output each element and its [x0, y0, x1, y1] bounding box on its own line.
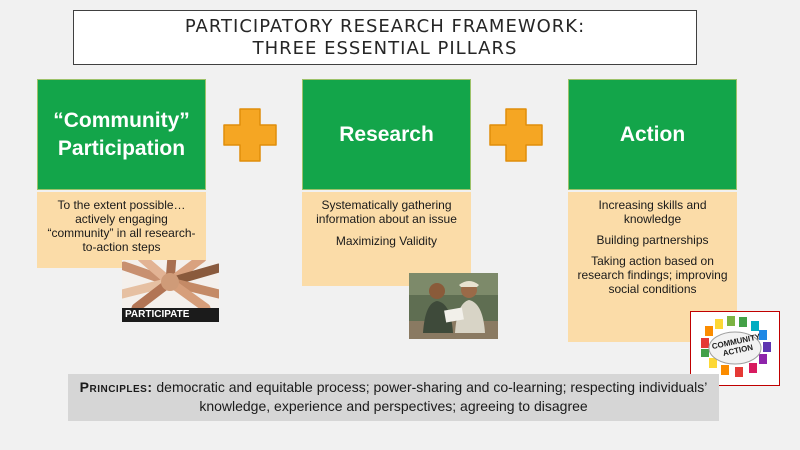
pillar-2-detail-1: Systematically gathering information abo…: [316, 198, 457, 226]
community-action-icon: [691, 312, 779, 385]
pillar-1-heading-line-2: Participation: [57, 136, 186, 160]
pillar-1-detail: To the extent possible… actively engagin…: [47, 198, 196, 254]
principles-heading: Principles:: [79, 379, 153, 395]
plus-connector-icon: [223, 108, 277, 162]
pillar-1-heading-line-1: “Community”: [53, 108, 190, 132]
people-reading-icon: [409, 273, 498, 339]
title-line-2: THREE ESSENTIAL PILLARS: [252, 37, 518, 59]
participate-hands-image: PARTICIPATE: [122, 260, 219, 322]
pillar-3-description: Increasing skills and knowledge Building…: [568, 192, 737, 342]
pillar-3-detail-3: Taking action based on research findings…: [577, 254, 728, 296]
pillar-3-detail-2: Building partnerships: [596, 233, 709, 247]
plus-connector-icon: [489, 108, 543, 162]
pillar-2-description: Systematically gathering information abo…: [302, 192, 471, 286]
principles-text: democratic and equitable process; power-…: [156, 379, 708, 414]
community-action-image: COMMUNITY ACTION: [690, 311, 780, 386]
pillar-action: Action: [568, 79, 737, 190]
pillar-community-participation: “Community” Participation: [37, 79, 206, 190]
pillar-2-detail-2: Maximizing Validity: [335, 234, 438, 248]
pillar-3-detail-1: Increasing skills and knowledge: [598, 198, 707, 226]
title-box: PARTICIPATORY RESEARCH FRAMEWORK: THREE …: [73, 10, 697, 65]
pillar-1-description: To the extent possible… actively engagin…: [37, 192, 206, 268]
research-photo: [409, 273, 498, 339]
pillar-3-heading: Action: [619, 122, 686, 146]
participate-caption: PARTICIPATE: [122, 308, 219, 322]
title-line-1: PARTICIPATORY RESEARCH FRAMEWORK:: [184, 15, 586, 37]
principles-bar: Principles: democratic and equitable pro…: [68, 374, 719, 421]
pillar-research: Research: [302, 79, 471, 190]
pillar-2-heading: Research: [339, 122, 434, 146]
